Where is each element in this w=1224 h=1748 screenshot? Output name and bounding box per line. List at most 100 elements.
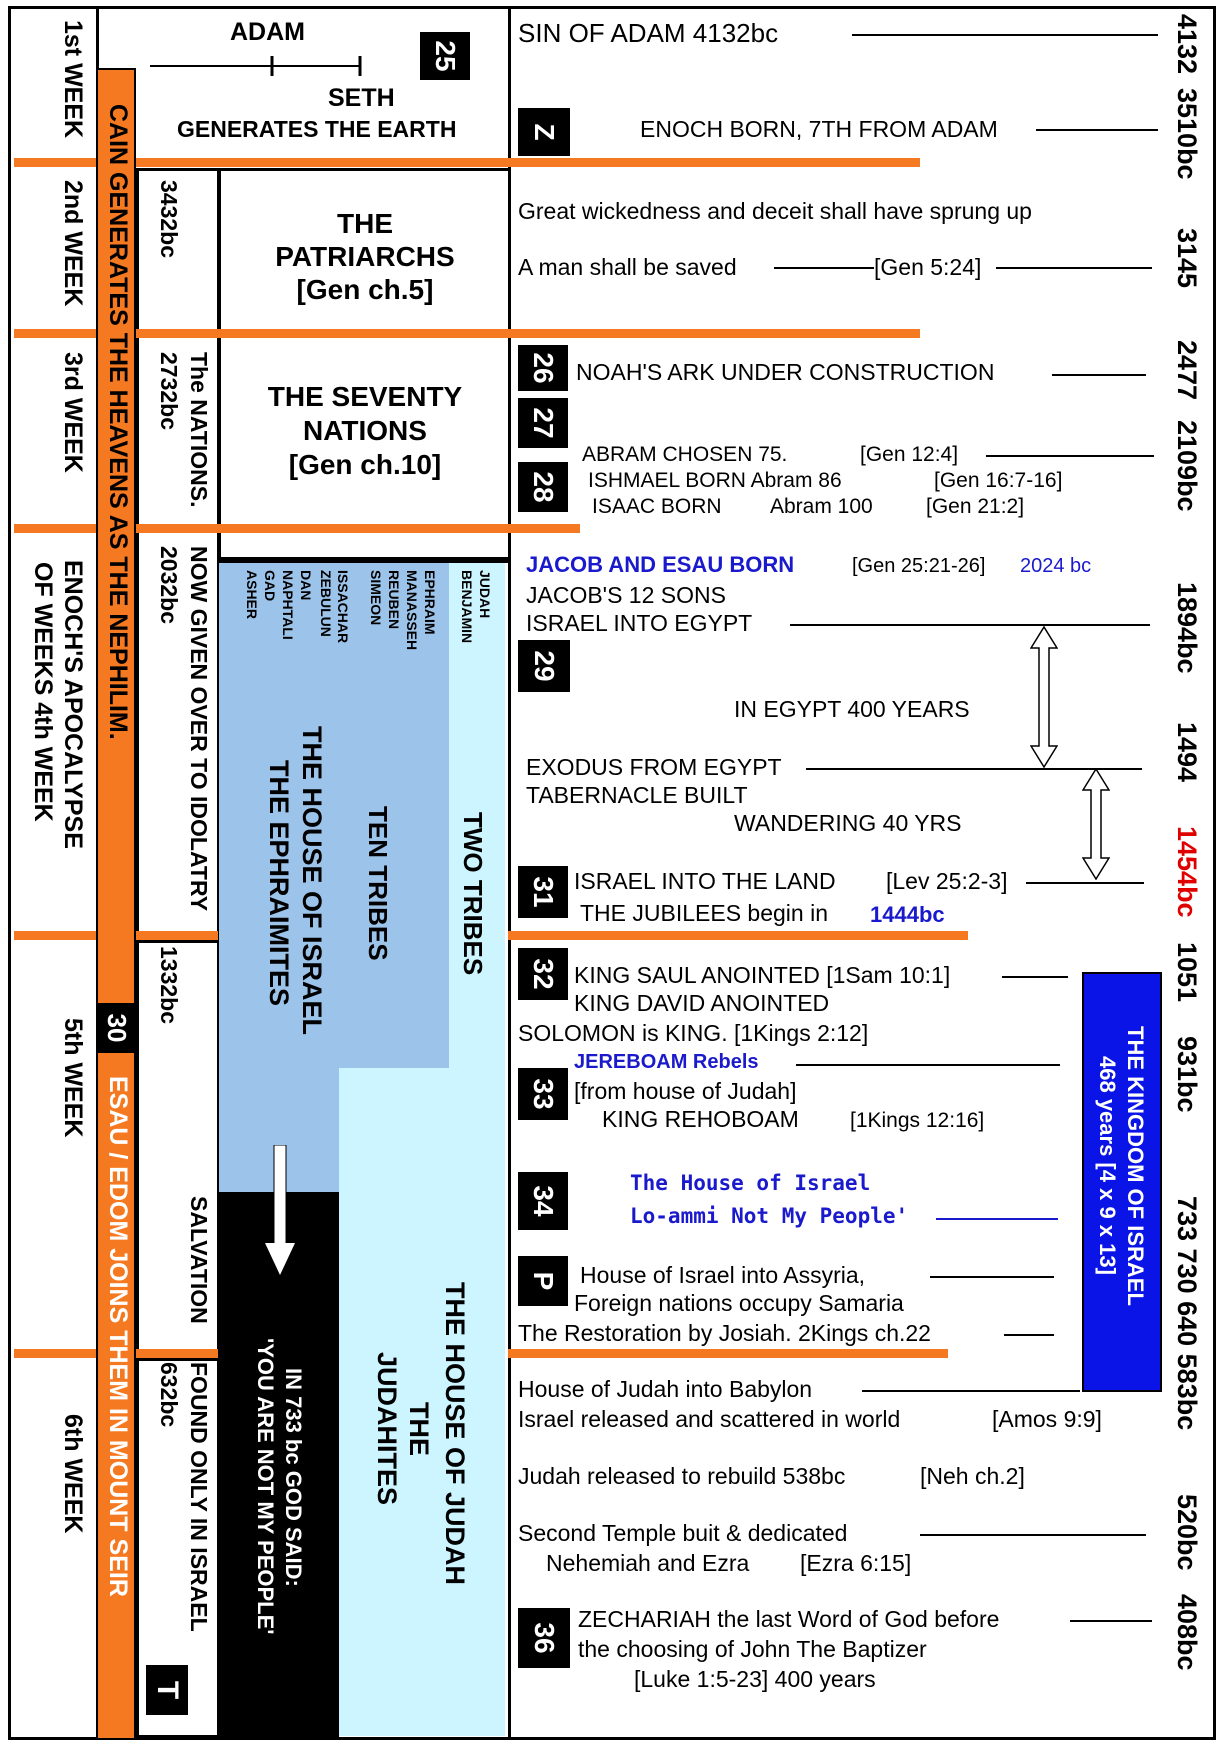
event-second-temple: Second Temple buit & dedicated: [518, 1520, 848, 1546]
leader-line: [920, 1534, 1146, 1536]
tribe-asher: ASHER: [244, 570, 260, 620]
event-john-baptizer: the choosing of John The Baptizer: [578, 1636, 927, 1662]
week-3-label: 3rd WEEK: [59, 352, 87, 473]
judah-block: [449, 560, 505, 1068]
adam-seth-line: [150, 56, 362, 76]
event-solomon-king: SOLOMON is KING. [1Kings 2:12]: [518, 1020, 869, 1046]
seventy-title-2: NATIONS: [303, 415, 427, 446]
year-3145: 3145: [1172, 228, 1202, 289]
tribe-judah: JUDAH: [477, 570, 493, 619]
box-t: T: [146, 1665, 188, 1715]
date-3432bc: 3432bc: [156, 180, 182, 259]
ephraimites-label: THE EPHRAIMITES: [264, 760, 294, 1007]
judah-the-label: THE: [404, 1402, 434, 1456]
ref-gen-21-2: [Gen 21:2]: [926, 495, 1025, 518]
salvation-label: SALVATION: [186, 1196, 212, 1324]
year-931bc: 931bc: [1172, 1036, 1202, 1113]
week-4-label-a: ENOCH'S APOCALYPSE: [59, 560, 87, 849]
week-6-label: 6th WEEK: [59, 1414, 87, 1534]
kingdom-of-israel-box: [1082, 972, 1162, 1392]
event-foreign-nations: Foreign nations occupy Samaria: [574, 1290, 904, 1316]
house-of-judah-label: THE HOUSE OF JUDAH: [440, 1282, 470, 1586]
week-2-label: 2nd WEEK: [59, 180, 87, 307]
year-4132: 4132: [1172, 14, 1202, 75]
event-isaac-abram-100: Abram 100: [770, 495, 873, 518]
ephraimites-block: [219, 560, 449, 1068]
event-david-anointed: KING DAVID ANOINTED: [574, 990, 830, 1016]
leader-line: [1036, 129, 1158, 131]
ten-tribes-label: TEN TRIBES: [363, 806, 393, 961]
not-my-people-label: 'YOU ARE NOT MY PEOPLE': [253, 1338, 278, 1635]
tribe-simeon: SIMEON: [368, 570, 384, 626]
patriarchs-title-1: THE: [337, 208, 393, 239]
tribe-gad: GAD: [262, 570, 278, 602]
leader-line: [1026, 882, 1144, 884]
ref-gen-12-4: [Gen 12:4]: [860, 443, 959, 466]
box-25: 25: [420, 32, 470, 80]
box-36: 36: [518, 1608, 570, 1668]
year-520bc: 520bc: [1172, 1494, 1202, 1571]
tribe-ephraim: EPHRAIM: [422, 570, 438, 635]
year-1454bc: 1454bc: [1172, 826, 1202, 918]
event-wandering: WANDERING 40 YRS: [734, 810, 962, 836]
event-from-house-of-judah: [from house of Judah]: [574, 1078, 797, 1104]
box-29: 29: [518, 640, 570, 692]
leader-line: [930, 1276, 1054, 1278]
judahites-label: JUDAHITES: [372, 1352, 402, 1506]
dates-divider-2: [136, 1358, 218, 1361]
event-israel-into-egypt: ISRAEL INTO EGYPT: [526, 610, 753, 636]
patriarchs-ref: [Gen ch.5]: [296, 274, 434, 305]
seventy-title-1: THE SEVENTY: [267, 381, 463, 412]
year-3510bc: 3510bc: [1172, 88, 1202, 180]
event-israel-into-land: ISRAEL INTO THE LAND: [574, 868, 836, 894]
week-4-label-b: OF WEEKS 4th WEEK: [29, 562, 57, 822]
event-enoch-born: ENOCH BORN, 7TH FROM ADAM: [640, 116, 998, 142]
ref-lev-25: [Lev 25:2-3]: [886, 868, 1008, 894]
date-1444bc: 1444bc: [870, 902, 945, 927]
kingdom-of-israel-label: THE KINGDOM OF ISRAEL: [1123, 1026, 1148, 1306]
leader-line: [806, 768, 1142, 770]
double-arrow-icon: [1030, 626, 1058, 768]
seventy-ref: [Gen ch.10]: [288, 449, 442, 480]
event-nehemiah-ezra: Nehemiah and Ezra: [546, 1550, 750, 1576]
event-saul-anointed: KING SAUL ANOINTED [1Sam 10:1]: [574, 962, 951, 988]
seth-label: SETH: [328, 84, 395, 112]
event-jereboam-rebels: JEREBOAM Rebels: [574, 1051, 759, 1073]
week-separator-5b: [508, 1349, 948, 1358]
event-great-wickedness: Great wickedness and deceit shall have s…: [518, 198, 1032, 224]
tribe-reuben: REUBEN: [386, 570, 402, 630]
judah-block-lower: [339, 1068, 505, 1736]
box-31: 31: [518, 866, 568, 918]
tribe-naphtali: NAPHTALI: [280, 570, 296, 640]
event-sin-of-adam: SIN OF ADAM 4132bc: [518, 18, 779, 48]
year-1894bc: 1894bc: [1172, 582, 1202, 674]
kingdom-years-label: 468 years [4 x 9 x 13]: [1095, 1056, 1120, 1275]
box-34: 34: [518, 1172, 568, 1230]
ref-ezra-6-15: [Ezra 6:15]: [800, 1550, 912, 1576]
year-408bc: 408bc: [1172, 1594, 1202, 1671]
box-30: 30: [98, 1003, 136, 1053]
leader-line: [1004, 1334, 1054, 1336]
event-judah-into-babylon: House of Judah into Babylon: [518, 1376, 813, 1402]
event-house-of-israel: The House of Israel: [630, 1171, 871, 1195]
event-restoration-josiah: The Restoration by Josiah. 2Kings ch.22: [518, 1320, 931, 1346]
leader-line: [986, 455, 1154, 457]
week-1-label: 1st WEEK: [59, 20, 87, 139]
week-separator-1: [14, 158, 920, 167]
tribe-benjamin: BENJAMIN: [459, 570, 475, 644]
event-isaac-born: ISAAC BORN: [592, 495, 722, 518]
year-1051: 1051: [1172, 942, 1202, 1003]
event-noahs-ark: NOAH'S ARK UNDER CONSTRUCTION: [576, 359, 995, 385]
leader-line: [996, 267, 1152, 269]
event-lo-ammi: Lo-ammi Not My People': [630, 1204, 909, 1228]
tribe-dan: DAN: [298, 570, 314, 601]
leader-line: [796, 1064, 1060, 1066]
ref-luke-1: [Luke 1:5-23] 400 years: [634, 1666, 876, 1692]
box-27: 27: [518, 398, 568, 448]
ref-1kings-12-16: [1Kings 12:16]: [850, 1109, 985, 1132]
patriarchs-box: [218, 168, 508, 560]
tribes-border: [219, 560, 508, 563]
event-man-saved: A man shall be saved: [518, 254, 737, 280]
two-tribes-label: TWO TRIBES: [458, 812, 488, 976]
week-5-label: 5th WEEK: [59, 1018, 87, 1138]
